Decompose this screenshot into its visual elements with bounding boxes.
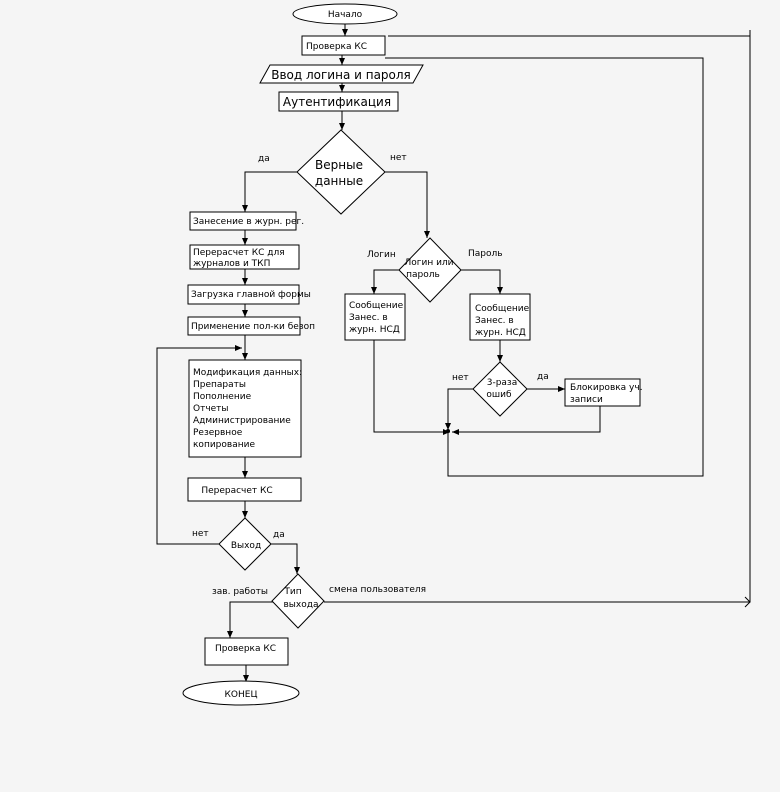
edge-errors-no: [445, 388, 473, 430]
label-change-user: смена пользователя: [329, 585, 426, 595]
recalc-ks-node: Перерасчет КС: [187, 477, 302, 502]
auth-node: Аутентификация: [278, 91, 399, 112]
start-terminal: Начало: [292, 3, 398, 25]
modify-data-line2: Препараты: [193, 380, 246, 390]
edge-type-change-user: [324, 35, 751, 603]
msg-login-line3: журн. НСД: [349, 325, 400, 335]
exit-type-line1: Тип: [283, 587, 301, 597]
label-exit-yes: да: [273, 530, 285, 540]
modify-data-line5: Администрирование: [193, 416, 291, 426]
msg-pass-line3: журн. НСД: [475, 328, 526, 338]
edge-labels: да нет Логин Пароль нет да нет да зав. р…: [192, 153, 549, 597]
recalc-ks-journals-line2: журналов и ТКП: [193, 259, 270, 269]
label-no-valid: нет: [390, 153, 407, 163]
load-main-form-label: Загрузка главной формы: [191, 290, 311, 300]
label-password: Пароль: [468, 249, 503, 259]
block-account-line2: записи: [570, 395, 603, 405]
apply-policy-label: Применение пол-ки безоп: [191, 322, 315, 332]
valid-data-decision: Верные данные: [296, 129, 386, 215]
edge-exit-no-loop: [156, 345, 242, 545]
msg-pass-line1: Сообщение: [475, 304, 530, 314]
modify-data-line4: Отчеты: [193, 404, 229, 414]
merge-point: [446, 429, 450, 433]
exit-label: Выход: [231, 541, 261, 551]
msg-login-node: Сообщение Занес. в журн. НСД: [344, 293, 406, 341]
recalc-ks-label: Перерасчет КС: [201, 486, 272, 496]
label-shutdown: зав. работы: [212, 587, 268, 597]
end-label: КОНЕЦ: [225, 690, 258, 700]
login-or-pass-line1: Логин или: [404, 258, 453, 268]
auth-label: Аутентификация: [283, 95, 391, 109]
start-label: Начало: [328, 10, 363, 20]
exit-type-line2: выхода: [284, 600, 319, 610]
label-login: Логин: [367, 250, 396, 260]
exit-decision: Выход: [218, 517, 272, 571]
label-errors-yes: да: [537, 372, 549, 382]
three-errors-decision: 3-раза ошиб: [472, 361, 528, 417]
modify-data-line3: Пополнение: [193, 392, 252, 402]
msg-pass-line2: Занес. в: [475, 316, 514, 326]
block-account-node: Блокировка уч. записи: [564, 378, 643, 407]
label-yes-valid: да: [258, 154, 270, 164]
login-input-node: Ввод логина и пароля: [259, 64, 424, 84]
valid-data-line1: Верные: [315, 158, 363, 172]
login-or-pass-line2: пароль: [406, 270, 440, 280]
check-ks-label: Проверка КС: [306, 42, 367, 52]
edge-login: [371, 269, 402, 294]
edge-type-shutdown: [227, 601, 273, 638]
msg-pass-node: Сообщение Занес. в журн. НСД: [469, 293, 531, 341]
load-main-form-node: Загрузка главной формы: [187, 284, 311, 305]
recalc-ks-journals-node: Перерасчет КС для журналов и ТКП: [189, 244, 300, 270]
connectors: [156, 24, 751, 682]
edge-block-merge: [452, 406, 601, 435]
check-ks-end-node: Проверка КС: [204, 637, 289, 666]
edge-change-user-arrowhead: [744, 596, 751, 608]
modify-data-line6: Резервное: [193, 428, 243, 438]
check-ks-end-label: Проверка КС: [215, 644, 276, 654]
modify-data-node: Модификация данных: Препараты Пополнение…: [188, 359, 302, 458]
login-or-pass-decision: Логин или пароль: [398, 237, 462, 303]
valid-data-line2: данные: [315, 174, 363, 188]
edge-valid-no: [385, 171, 430, 238]
label-exit-no: нет: [192, 529, 209, 539]
edge-exit-no-tick: [156, 524, 164, 545]
recalc-ks-journals-line1: Перерасчет КС для: [193, 248, 285, 258]
modify-data-line7: копирование: [193, 440, 255, 450]
three-errors-line2: ошиб: [486, 390, 512, 400]
modify-data-line1: Модификация данных:: [193, 368, 302, 378]
edge-password: [460, 269, 503, 294]
log-reg-label: Занесение в журн. рег.: [193, 217, 304, 227]
msg-login-line2: Занес. в: [349, 313, 388, 323]
log-reg-node: Занесение в журн. рег.: [189, 211, 304, 231]
edge-msg-login-merge: [373, 340, 450, 435]
label-errors-no: нет: [452, 373, 469, 383]
login-input-label: Ввод логина и пароля: [271, 68, 411, 82]
edge-valid-yes: [242, 171, 297, 212]
block-account-line1: Блокировка уч.: [570, 383, 643, 393]
edge-exit-yes: [270, 543, 300, 574]
apply-policy-node: Применение пол-ки безоп: [187, 316, 315, 336]
end-terminal: КОНЕЦ: [182, 680, 300, 706]
exit-type-decision: Тип выхода: [271, 573, 325, 629]
check-ks-node: Проверка КС: [301, 35, 386, 56]
three-errors-line1: 3-раза: [487, 378, 518, 388]
msg-login-line1: Сообщение: [349, 301, 404, 311]
